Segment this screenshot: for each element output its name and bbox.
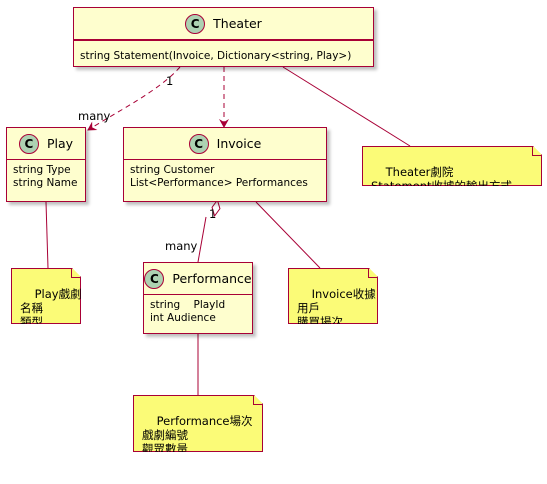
class-theater[interactable]: C Theater string Statement(Invoice, Dict… [73, 7, 374, 67]
class-icon: C [185, 13, 206, 34]
multiplicity-invoice-side: 1 [209, 207, 217, 221]
attributes-compartment [74, 40, 373, 48]
attribute-name: string Name [13, 177, 78, 189]
relations-layer [45, 66, 411, 395]
class-name: Performance [172, 271, 252, 286]
attribute-customer: string Customer [130, 164, 215, 176]
class-icon: C [144, 268, 165, 289]
class-header: C Performance [144, 263, 252, 295]
attribute-audience: int Audience [150, 312, 216, 324]
class-icon: C [188, 133, 209, 154]
attribute-playid: string PlayId [150, 299, 226, 311]
class-name: Play [46, 136, 74, 151]
note-link-play [45, 201, 49, 269]
class-header: C Play [7, 128, 85, 160]
note-theater[interactable]: Theater劇院 Statement收據的輸出方式 [362, 146, 542, 186]
note-text: Invoice收據 用戶 購買場次 [297, 287, 376, 329]
multiplicity-performance-side: many [165, 239, 198, 253]
note-invoice[interactable]: Invoice收據 用戶 購買場次 [288, 268, 378, 324]
class-icon: C [18, 133, 39, 154]
note-link-theater [282, 66, 411, 147]
class-invoice[interactable]: C Invoice string Customer List<Performan… [123, 127, 327, 202]
attribute-type: string Type [13, 164, 71, 176]
dependency-theater-play [87, 66, 181, 131]
class-performance[interactable]: C Performance string PlayId int Audience [143, 262, 253, 334]
note-fold [368, 269, 377, 278]
multiplicity-play-side: many [78, 109, 111, 123]
class-name: Theater [213, 16, 262, 31]
note-text: Performance場次 戲劇編號 觀眾數量 [142, 414, 253, 456]
note-link-invoice [255, 201, 321, 269]
class-diagram: C Theater string Statement(Invoice, Dict… [6, 7, 547, 457]
aggregation-diamond [211, 199, 221, 217]
multiplicity-theater-side: 1 [166, 74, 174, 88]
note-performance[interactable]: Performance場次 戲劇編號 觀眾數量 [133, 395, 263, 452]
note-play[interactable]: Play戲劇 名稱 類型 [11, 268, 81, 324]
method-statement: string Statement(Invoice, Dictionary<str… [80, 50, 352, 62]
note-fold [253, 396, 262, 405]
attribute-performances: List<Performance> Performances [130, 177, 308, 189]
note-text: Play戲劇 名稱 類型 [20, 287, 82, 329]
class-header: C Invoice [124, 128, 326, 160]
note-fold [71, 269, 80, 278]
class-header: C Theater [74, 8, 373, 40]
aggregation-invoice-performance [197, 216, 207, 263]
class-play[interactable]: C Play string Type string Name [6, 127, 86, 202]
note-fold [532, 147, 541, 156]
class-name: Invoice [216, 136, 262, 151]
